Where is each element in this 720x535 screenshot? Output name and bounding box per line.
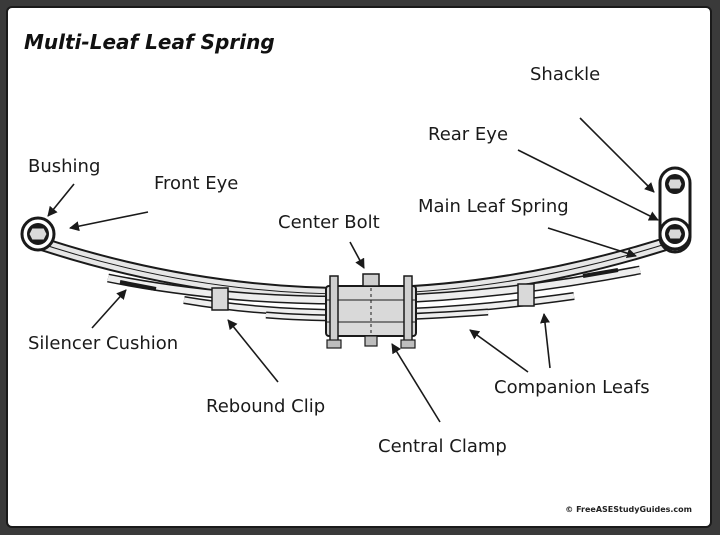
arrow-silencer-cushion (91, 289, 127, 329)
rear-eye (658, 217, 692, 251)
rebound-clip-right (517, 283, 535, 307)
credit-text: © FreeASEStudyGuides.com (565, 505, 692, 514)
label-companion-leafs: Companion Leafs (494, 377, 650, 398)
label-central-clamp: Central Clamp (378, 436, 507, 457)
center-bolt (362, 273, 380, 347)
label-rear-eye: Rear Eye (428, 124, 509, 145)
label-shackle: Shackle (530, 64, 601, 85)
label-rebound-clip: Rebound Clip (206, 396, 326, 417)
arrow-shackle (579, 117, 655, 193)
leaf-spring-illustration (20, 117, 692, 423)
front-eye (20, 216, 56, 252)
rebound-clip-left (211, 287, 229, 311)
arrow-bushing (47, 183, 75, 217)
diagram-frame: Multi-Leaf Leaf Spring (6, 6, 712, 528)
label-center-bolt: Center Bolt (278, 212, 380, 233)
arrow-main-leaf-spring (547, 227, 637, 259)
label-bushing: Bushing (28, 156, 101, 177)
arrow-center-bolt (349, 241, 365, 269)
label-front-eye: Front Eye (154, 173, 239, 194)
leader-arrows (47, 117, 659, 423)
diagram-title: Multi-Leaf Leaf Spring (24, 30, 275, 54)
silencer-cushion-pads (119, 268, 619, 291)
label-main-leaf-spring: Main Leaf Spring (418, 196, 569, 217)
bushing-bolt (28, 227, 48, 241)
arrow-central-clamp (391, 343, 441, 423)
arrow-companion-leafs-2 (540, 313, 551, 369)
label-silencer-cushion: Silencer Cushion (28, 333, 179, 354)
arrow-rear-eye (517, 149, 659, 221)
arrow-front-eye (69, 211, 149, 232)
arrow-rebound-clip (227, 319, 279, 383)
arrow-companion-leafs-1 (469, 329, 529, 373)
